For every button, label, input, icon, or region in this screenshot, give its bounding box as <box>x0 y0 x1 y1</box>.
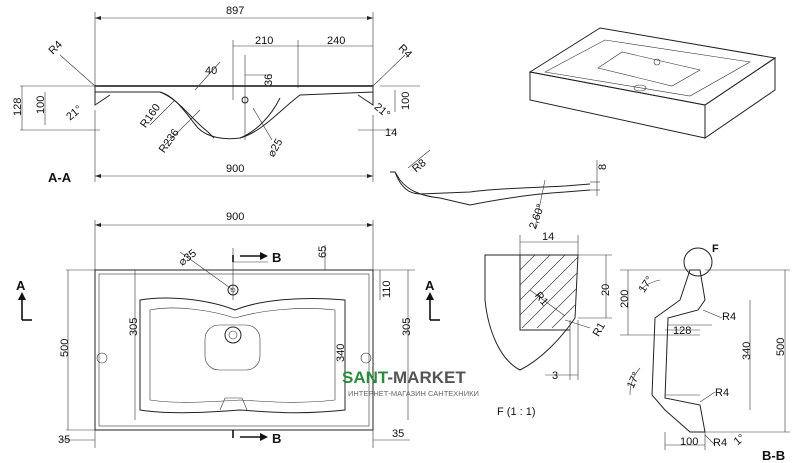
watermark-brand: SANT-MARKET <box>342 368 466 387</box>
label-detail: F (1 : 1) <box>497 406 536 418</box>
dim-21-left: 21° <box>64 103 84 123</box>
dim-dia25: ⌀25 <box>266 137 286 159</box>
dim-r4-c-bb: R4 <box>713 437 727 449</box>
dim-r4-right: R4 <box>396 42 414 60</box>
dim-17-top: 17° <box>636 274 655 295</box>
sant-market-watermark: SANT-MARKET ИНТЕРНЕТ-МАГАЗИН САНТЕХНИКИ <box>342 368 479 398</box>
section-aa <box>20 12 420 182</box>
dim-1-bb: 1° <box>732 432 748 448</box>
label-a-right: A <box>425 278 435 293</box>
dim-21-right: 21° <box>372 101 392 121</box>
dim-dia35: ⌀35 <box>177 247 199 268</box>
plan-view <box>18 220 440 448</box>
detail-f <box>484 235 612 380</box>
dim-r4-left: R4 <box>47 39 65 57</box>
dim-110: 110 <box>381 280 393 298</box>
dim-65: 65 <box>317 246 329 258</box>
dim-r4-b-bb: R4 <box>715 387 729 399</box>
dim-slope: 2,60° <box>527 202 547 230</box>
dim-35-left: 35 <box>58 434 70 446</box>
dim-240: 240 <box>327 35 345 47</box>
dim-40: 40 <box>205 65 217 77</box>
dim-14-aa: 14 <box>385 127 397 139</box>
dim-500-plan: 500 <box>59 339 71 357</box>
dim-305-right: 305 <box>401 318 413 336</box>
dim-100-bb: 100 <box>680 436 698 448</box>
dim-r236: R236 <box>157 127 182 155</box>
dim-r8: R8 <box>410 157 428 175</box>
dim-128-bb: 128 <box>673 325 691 337</box>
profile-view <box>390 149 600 229</box>
dim-340-plan: 340 <box>335 344 347 362</box>
dim-r4-a-bb: R4 <box>722 311 736 323</box>
label-b-bottom: B <box>272 431 281 446</box>
dim-3-detail: 3 <box>552 370 558 382</box>
dim-340-bb: 340 <box>741 342 753 360</box>
dim-900-plan: 900 <box>226 211 244 223</box>
dim-r1-b: R1 <box>591 321 608 339</box>
dim-305-left: 305 <box>128 318 140 336</box>
isometric-view <box>528 27 777 139</box>
dim-900-aa: 900 <box>226 163 244 175</box>
watermark-brand-b: -MARKET <box>387 368 466 387</box>
dim-100-right: 100 <box>400 92 412 110</box>
dim-100-left: 100 <box>35 96 47 114</box>
dim-210: 210 <box>255 35 273 47</box>
dim-200-bb: 200 <box>619 290 631 308</box>
dim-r1-a: R1 <box>532 290 550 308</box>
dim-14-detail: 14 <box>542 231 554 243</box>
dim-36: 36 <box>263 74 275 86</box>
watermark-tagline: ИНТЕРНЕТ-МАГАЗИН САНТЕХНИКИ <box>348 389 479 398</box>
label-bb: B-B <box>762 448 785 463</box>
dim-500-bb: 500 <box>775 338 787 356</box>
section-bb <box>620 247 790 450</box>
label-a-left: A <box>16 278 26 293</box>
label-detail-marker: F <box>712 243 719 255</box>
dimension-labels: A-A B-B A A B B F (1 : 1) F 897 900 210 … <box>12 5 787 463</box>
dim-20-detail: 20 <box>600 284 612 296</box>
dim-8: 8 <box>597 164 609 170</box>
dim-897: 897 <box>226 5 244 17</box>
label-b-top: B <box>272 250 281 265</box>
dim-128-aa: 128 <box>12 98 24 116</box>
label-aa: A-A <box>48 170 72 185</box>
dim-35-right: 35 <box>392 428 404 440</box>
dim-17-bottom: 17° <box>625 370 643 390</box>
watermark-brand-a: SANT <box>342 368 389 387</box>
